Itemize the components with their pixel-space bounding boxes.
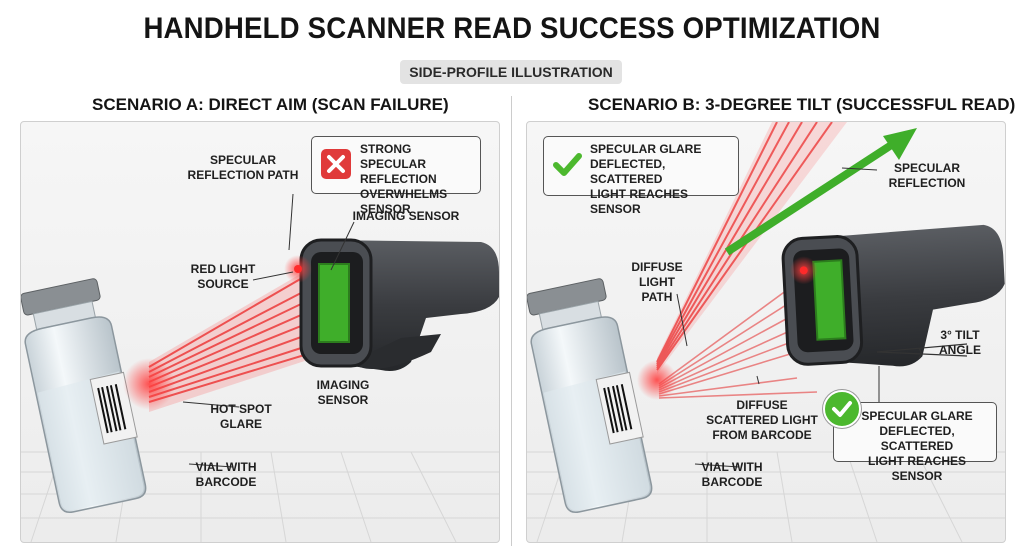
scenario-a-heading: SCENARIO A: DIRECT AIM (SCAN FAILURE) (92, 95, 449, 114)
laser-beams (148, 266, 327, 403)
error-x-icon (321, 149, 351, 179)
page-title: HANDHELD SCANNER READ SUCCESS OPTIMIZATI… (143, 12, 881, 45)
scenario-b-heading: SCENARIO B: 3-DEGREE TILT (SUCCESSFUL RE… (588, 95, 1016, 114)
imaging-sensor-label-top: IMAGING SENSOR (352, 209, 460, 223)
vial-a (21, 278, 147, 513)
deflected-cone (657, 122, 847, 374)
leader-lines-b (676, 167, 880, 468)
page-subtitle: SIDE-PROFILE ILLUSTRATION (400, 60, 622, 84)
scanner-b (781, 224, 1005, 367)
leader-lines (182, 193, 355, 468)
scenario-b-illustration (527, 122, 1005, 542)
specular-reflection-arrow (724, 128, 917, 256)
checkmark-icon (552, 150, 582, 180)
laser-cone (149, 262, 326, 412)
hot-spot-glow (123, 358, 175, 410)
tilt-angle-indicator (876, 343, 968, 359)
circle-checkmark-icon (823, 390, 861, 428)
diffuse-glow (637, 360, 677, 400)
panel-divider (511, 96, 512, 546)
vial-b (527, 278, 653, 513)
scanner-a (284, 238, 499, 371)
scenario-a-illustration (21, 193, 499, 542)
